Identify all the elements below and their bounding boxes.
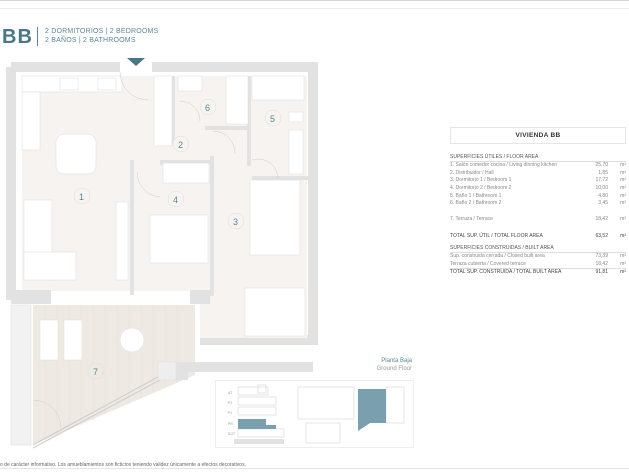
unit-location-highlight: [358, 389, 386, 431]
svg-text:AT: AT: [228, 391, 233, 395]
svg-text:PB: PB: [228, 422, 233, 426]
table-row: 1. Salón comedor cocina / Living dinning…: [450, 162, 626, 168]
svg-text:1: 1: [79, 192, 84, 202]
header-divider: [37, 27, 38, 46]
total-built-area-row: TOTAL SUP. CONSTRUIDA / TOTAL BUILT AREA…: [450, 268, 626, 276]
svg-text:4: 4: [173, 195, 178, 205]
bottom-border: [0, 468, 629, 469]
table-row: Sup. construida cerrada / Closed built a…: [450, 252, 626, 259]
svg-text:P2: P2: [228, 401, 232, 405]
bathrooms-label: 2 BAÑOS | 2 BATHROOMS: [45, 37, 136, 44]
svg-text:2: 2: [178, 140, 183, 150]
top-border: [0, 0, 629, 1]
svg-text:SOT: SOT: [228, 432, 236, 436]
svg-text:P1: P1: [228, 411, 232, 415]
floor-plan: 1 2 3 4 5 6 7: [6, 58, 318, 449]
svg-text:6: 6: [205, 103, 210, 113]
built-area-header: SUPERFICIES CONSTRUIDAS / BUILT AREA: [450, 245, 626, 253]
floor-label-es: Planta Baja: [381, 358, 412, 364]
key-plan-drawing: AT P2 P1 PB SOT: [228, 384, 405, 444]
key-plan: AT P2 P1 PB SOT: [215, 380, 414, 448]
room-number-markers: 1 2 3 4 5 6 7: [73, 98, 282, 380]
disclaimer-text: o de carácter informativo. Los amueblami…: [0, 462, 246, 468]
floor-area-header: SUPERFICIES ÚTILES / FLOOR AREA: [450, 154, 626, 162]
svg-text:3: 3: [233, 217, 238, 227]
area-table: VIVIENDA BB SUPERFICIES ÚTILES / FLOOR A…: [450, 127, 626, 277]
svg-text:5: 5: [270, 114, 275, 124]
table-title: VIVIENDA BB: [450, 127, 626, 144]
unit-code: BB: [2, 26, 33, 48]
svg-text:7: 7: [93, 367, 98, 377]
top-border-secondary: [0, 8, 629, 9]
current-level-highlight: [238, 419, 276, 429]
floor-label-en: Ground Floor: [376, 366, 412, 372]
bedrooms-label: 2 DORMITORIOS | 2 BEDROOMS: [45, 28, 159, 35]
entrance-arrow-icon: [127, 58, 145, 66]
